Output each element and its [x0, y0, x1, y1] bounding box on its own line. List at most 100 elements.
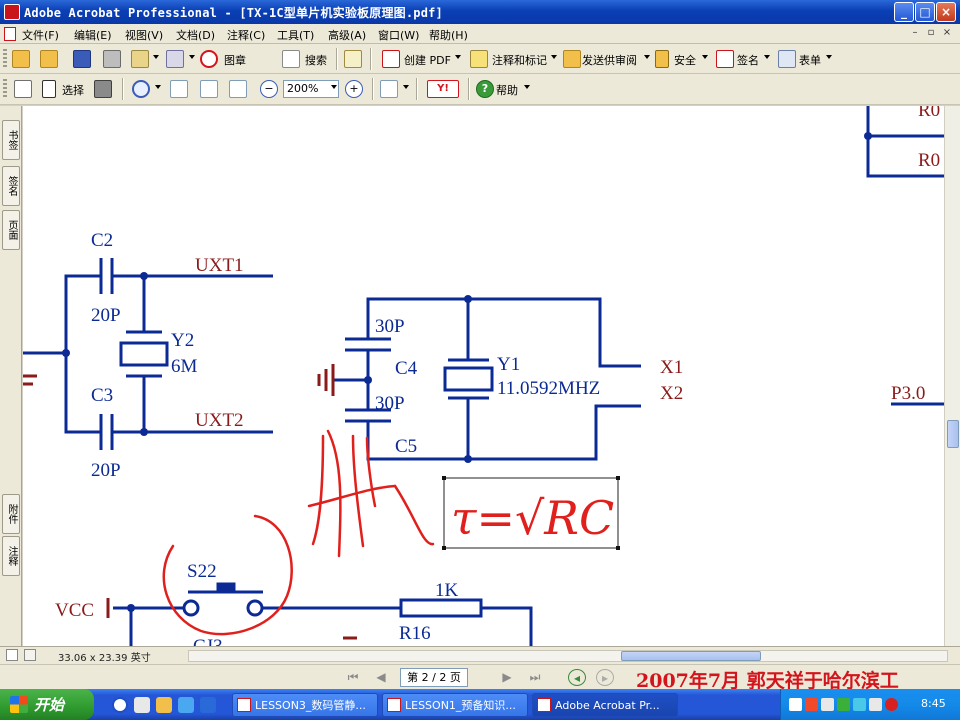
close-button[interactable]: ×: [936, 2, 956, 22]
menu-edit[interactable]: 编辑(E): [74, 29, 112, 42]
tray-usb-icon[interactable]: [869, 698, 882, 711]
maximize-button[interactable]: □: [915, 2, 935, 22]
horizontal-scrollbar[interactable]: [188, 650, 948, 662]
layout-icon[interactable]: [24, 649, 36, 661]
comment-icon[interactable]: [470, 50, 488, 68]
actual-size-icon[interactable]: [170, 80, 188, 98]
minimize-button[interactable]: _: [894, 2, 914, 22]
help-icon[interactable]: ?: [476, 80, 494, 98]
attach-icon[interactable]: [166, 50, 184, 68]
menu-help[interactable]: 帮助(H): [429, 29, 468, 42]
tray-network-icon[interactable]: [821, 698, 834, 711]
task-acrobat[interactable]: Adobe Acrobat Pr...: [532, 693, 678, 717]
quicklaunch-maxthon-icon[interactable]: [112, 697, 128, 713]
fit-width-icon[interactable]: [229, 80, 247, 98]
help-label[interactable]: 帮助: [496, 84, 518, 97]
create-pdf-icon[interactable]: [382, 50, 400, 68]
security-dropdown-icon[interactable]: [702, 55, 708, 59]
lock-icon[interactable]: [655, 50, 669, 68]
zoom-value-dropdown-icon[interactable]: [331, 85, 337, 89]
tab-comments[interactable]: 注释: [2, 536, 20, 576]
quicklaunch-explorer-icon[interactable]: [134, 697, 150, 713]
zoom-out-icon[interactable]: −: [260, 80, 278, 98]
last-page-icon[interactable]: ⏭: [529, 670, 541, 684]
page-number-input[interactable]: 第 2 / 2 页: [400, 668, 468, 687]
yahoo-toolbar-icon[interactable]: Y!: [427, 80, 459, 98]
menu-file[interactable]: 文件(F): [22, 29, 59, 42]
stamp-label[interactable]: 图章: [224, 54, 246, 67]
menu-document[interactable]: 文档(D): [176, 29, 216, 42]
document-view[interactable]: C2 20P C3 20P Y2 6M 30P C4 30P C5 Y1 11.…: [23, 106, 944, 646]
email-dropdown-icon[interactable]: [153, 55, 159, 59]
task-lesson1[interactable]: LESSON1_预备知识...: [382, 693, 528, 717]
quicklaunch-desktop-icon[interactable]: [178, 697, 194, 713]
clock[interactable]: 8:45: [921, 697, 946, 710]
security-label[interactable]: 安全: [674, 54, 696, 67]
comment-label[interactable]: 注释和标记: [492, 54, 547, 67]
tray-green-icon[interactable]: [837, 698, 850, 711]
menu-tools[interactable]: 工具(T): [277, 29, 315, 42]
select-label[interactable]: 选择: [62, 84, 84, 97]
tab-pages[interactable]: 页面: [2, 210, 20, 250]
tray-volume-icon[interactable]: [853, 698, 866, 711]
quicklaunch-folder-icon[interactable]: [156, 697, 172, 713]
page-icon[interactable]: [6, 649, 18, 661]
tab-bookmarks[interactable]: 书签: [2, 120, 20, 160]
email-icon[interactable]: [131, 50, 149, 68]
quicklaunch-app-icon[interactable]: [200, 697, 216, 713]
horizontal-scroll-thumb[interactable]: [621, 651, 761, 661]
start-button[interactable]: 开始: [0, 689, 94, 720]
task-lesson3[interactable]: LESSON3_数码管静...: [232, 693, 378, 717]
create-pdf-dropdown-icon[interactable]: [455, 55, 461, 59]
zoom-input[interactable]: 200%: [283, 80, 339, 98]
sign-label[interactable]: 签名: [737, 54, 759, 67]
sign-dropdown-icon[interactable]: [764, 55, 770, 59]
hand-tool-icon[interactable]: [14, 80, 32, 98]
previous-page-icon[interactable]: ◀: [376, 670, 386, 684]
zoom-dropdown-icon[interactable]: [155, 85, 161, 89]
menu-advanced[interactable]: 高级(A): [328, 29, 367, 42]
toolbar-grip[interactable]: [3, 79, 7, 99]
zoom-in-icon[interactable]: [132, 80, 150, 98]
search-icon[interactable]: [282, 50, 300, 68]
attach-dropdown-icon[interactable]: [189, 55, 195, 59]
tray-antivirus-icon[interactable]: [805, 698, 818, 711]
help-dropdown-icon[interactable]: [524, 85, 530, 89]
zoom-plus-icon[interactable]: +: [345, 80, 363, 98]
rotate-view-icon[interactable]: [380, 80, 398, 98]
tab-attachments[interactable]: 附件: [2, 494, 20, 534]
print-icon[interactable]: [103, 50, 121, 68]
forward-view-icon[interactable]: ▸: [596, 669, 614, 686]
stamp-icon[interactable]: [200, 50, 218, 68]
fit-page-icon[interactable]: [200, 80, 218, 98]
next-page-icon[interactable]: ▶: [502, 670, 512, 684]
doc-close-button[interactable]: ×: [942, 27, 952, 38]
tray-shield-icon[interactable]: [885, 698, 898, 711]
edit-document-icon[interactable]: [344, 50, 362, 68]
create-pdf-label[interactable]: 创建 PDF: [404, 54, 451, 67]
organizer-icon[interactable]: [40, 50, 58, 68]
review-dropdown-icon[interactable]: [644, 55, 650, 59]
document-icon[interactable]: [4, 27, 16, 41]
tab-signatures[interactable]: 签名: [2, 166, 20, 206]
vertical-scroll-thumb[interactable]: [947, 420, 959, 448]
doc-minimize-button[interactable]: –: [912, 27, 918, 38]
comment-dropdown-icon[interactable]: [551, 55, 557, 59]
doc-restore-button[interactable]: ▫: [927, 27, 935, 38]
rotate-dropdown-icon[interactable]: [403, 85, 409, 89]
back-view-icon[interactable]: ◂: [568, 669, 586, 686]
menu-comment[interactable]: 注释(C): [227, 29, 266, 42]
select-tool-icon[interactable]: [42, 80, 56, 98]
menu-window[interactable]: 窗口(W): [378, 29, 420, 42]
tray-ime-icon[interactable]: [789, 698, 802, 711]
review-icon[interactable]: [563, 50, 581, 68]
sign-pen-icon[interactable]: [716, 50, 734, 68]
vertical-scrollbar[interactable]: [944, 106, 960, 646]
review-label[interactable]: 发送供审阅: [582, 54, 637, 67]
first-page-icon[interactable]: ⏮: [347, 670, 359, 684]
search-label[interactable]: 搜索: [305, 54, 327, 67]
forms-icon[interactable]: [778, 50, 796, 68]
snapshot-icon[interactable]: [94, 80, 112, 98]
toolbar-grip[interactable]: [3, 49, 7, 69]
forms-label[interactable]: 表单: [799, 54, 821, 67]
